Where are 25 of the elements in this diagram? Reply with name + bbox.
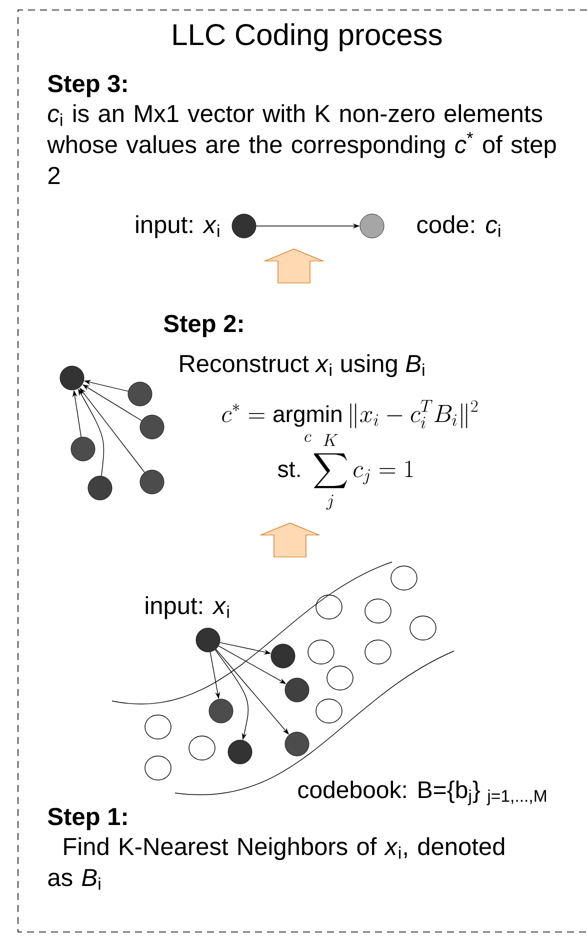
point-circle xyxy=(284,678,310,702)
point-circle xyxy=(208,698,234,724)
step-description: Find K-Nearest Neighbors of x$_{i}$, denoted as B$_{i}$ xyxy=(48,837,504,890)
point-label: code: c$_{i}$ xyxy=(417,215,500,237)
point-circle xyxy=(360,214,384,238)
title: LLC Coding process xyxy=(174,23,442,52)
point-circle xyxy=(270,644,296,668)
step-heading: Step 3: xyxy=(48,74,126,98)
step-heading: Step 2: xyxy=(164,314,242,338)
point-circle xyxy=(228,740,252,764)
codebook-label: codebook: B={b$_{j}$} $_{j=1,...,M}$ xyxy=(298,780,546,806)
point-circle xyxy=(70,436,96,462)
point-label: input: x$_{i}$ xyxy=(146,596,229,620)
point-circle xyxy=(128,382,152,406)
point-circle xyxy=(140,470,164,494)
point-circle xyxy=(140,414,164,440)
step-description: c$_{i}$ is an Mx1 vector with K non-zero elements whose values are the corresponding c$^{*}$ of step 2 xyxy=(47,104,556,184)
step-description: Reconstruct x$_{i}$ using B$_{i}$ xyxy=(180,354,424,378)
step-heading: Step 1: xyxy=(48,808,126,830)
point-circle xyxy=(60,366,84,390)
point-label: input: x$_{i}$ xyxy=(136,215,220,238)
point-circle xyxy=(284,732,310,756)
point-circle xyxy=(232,214,256,238)
point-circle xyxy=(88,476,112,500)
point-circle xyxy=(196,628,220,652)
